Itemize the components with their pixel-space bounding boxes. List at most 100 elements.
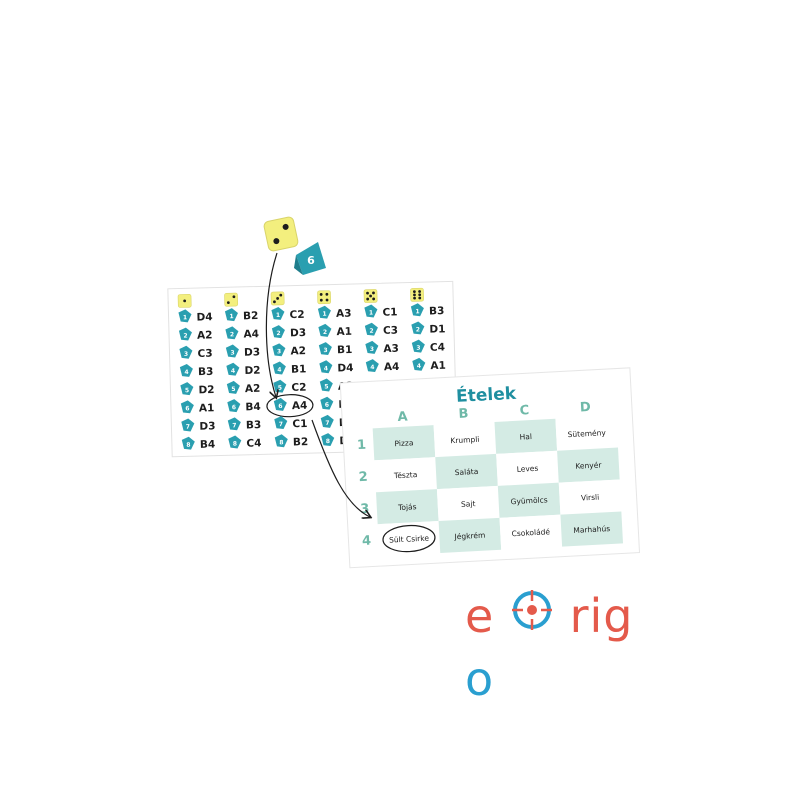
food-cell: Marhahús (560, 511, 624, 547)
food-cell-label: Kenyér (575, 460, 602, 470)
lookup-entry-code: B3 (246, 419, 262, 431)
svg-text:6: 6 (325, 402, 329, 409)
food-cell-label: Sajt (461, 499, 476, 509)
circled-food-mark (382, 524, 436, 553)
svg-text:3: 3 (230, 349, 234, 356)
teal-die: 6 (294, 242, 326, 275)
lookup-entry-code: D4 (337, 362, 353, 374)
food-col-header: B (458, 406, 469, 421)
svg-text:1: 1 (415, 308, 419, 315)
svg-text:1: 1 (229, 313, 233, 320)
lookup-entry-code: D3 (290, 327, 306, 339)
die-face-1-icon (177, 293, 192, 308)
food-cell: Csokoládé (499, 514, 563, 550)
die-pip-icon (282, 223, 289, 230)
lookup-entry: 6 A4 (266, 394, 314, 418)
svg-text:8: 8 (233, 440, 237, 447)
svg-text:7: 7 (325, 420, 329, 427)
lookup-entry: 3 A2 (272, 343, 306, 358)
lookup-entry-code: D2 (244, 365, 260, 377)
svg-text:1: 1 (183, 314, 187, 321)
food-cell-label: Sütemény (567, 428, 606, 439)
svg-text:5: 5 (231, 386, 235, 393)
svg-text:3: 3 (416, 345, 420, 352)
logo-text-rig: rig (569, 588, 634, 643)
lookup-entry-code: A4 (292, 400, 308, 412)
svg-text:3: 3 (277, 348, 281, 355)
lookup-entry-code: C4 (246, 437, 261, 449)
food-cell-label: Csokoládé (511, 527, 550, 538)
svg-text:7: 7 (279, 421, 283, 428)
svg-text:5: 5 (278, 385, 282, 392)
svg-text:2: 2 (230, 331, 234, 338)
lookup-entry: 8 C4 (228, 435, 262, 450)
die-pip-icon (273, 238, 280, 245)
lookup-entry-code: A2 (245, 383, 261, 395)
lookup-entry-code: A1 (336, 326, 352, 338)
food-cell-label: Marhahús (573, 524, 610, 535)
lookup-entry-code: B3 (198, 366, 214, 378)
lookup-entry-code: C1 (382, 306, 397, 318)
food-cell: Kenyér (557, 447, 620, 483)
lookup-entry-code: A2 (197, 329, 213, 341)
die-face-4-icon (317, 290, 332, 305)
svg-text:7: 7 (232, 422, 236, 429)
lookup-entry-code: D3 (199, 420, 215, 432)
die-face-6-icon (410, 287, 424, 302)
teal-die-value: 6 (307, 254, 315, 267)
lookup-entry-code: A1 (430, 360, 446, 372)
food-cell-label: Tojás (397, 502, 417, 512)
food-col-header: C (519, 403, 529, 418)
yellow-die (263, 216, 299, 252)
svg-text:3: 3 (184, 351, 188, 358)
lookup-entry-code: A2 (290, 345, 306, 357)
food-cell-label: Pizza (394, 438, 413, 448)
lookup-entry-code: D3 (244, 346, 260, 358)
logo-text-e: e (465, 588, 495, 643)
svg-text:6: 6 (278, 403, 282, 410)
svg-text:3: 3 (370, 346, 374, 353)
svg-text:8: 8 (326, 438, 330, 445)
food-cell: Krumpli (433, 421, 497, 458)
svg-text:6: 6 (232, 404, 236, 411)
lookup-entry-code: B1 (337, 344, 353, 356)
lookup-entry: 3 C3 (179, 345, 213, 360)
food-row-header: 4 (362, 534, 372, 549)
food-cell: Hal (494, 418, 558, 454)
lookup-entry-code: C2 (291, 382, 306, 394)
lookup-entry: 2 A2 (178, 327, 213, 342)
svg-text:1: 1 (276, 312, 280, 319)
svg-text:2: 2 (183, 333, 187, 340)
svg-text:5: 5 (324, 383, 328, 390)
svg-text:4: 4 (231, 368, 235, 375)
food-cell-label: Saláta (455, 467, 479, 477)
food-cell: Jégkrém (438, 517, 502, 553)
lookup-entry-code: C3 (197, 348, 212, 360)
food-cell-label: Krumpli (450, 435, 479, 446)
food-cell-label: Hal (519, 432, 532, 442)
food-cell-label: Jégkrém (453, 531, 485, 542)
lookup-entry-code: B2 (293, 436, 309, 448)
logo-text-o: o (465, 652, 495, 706)
